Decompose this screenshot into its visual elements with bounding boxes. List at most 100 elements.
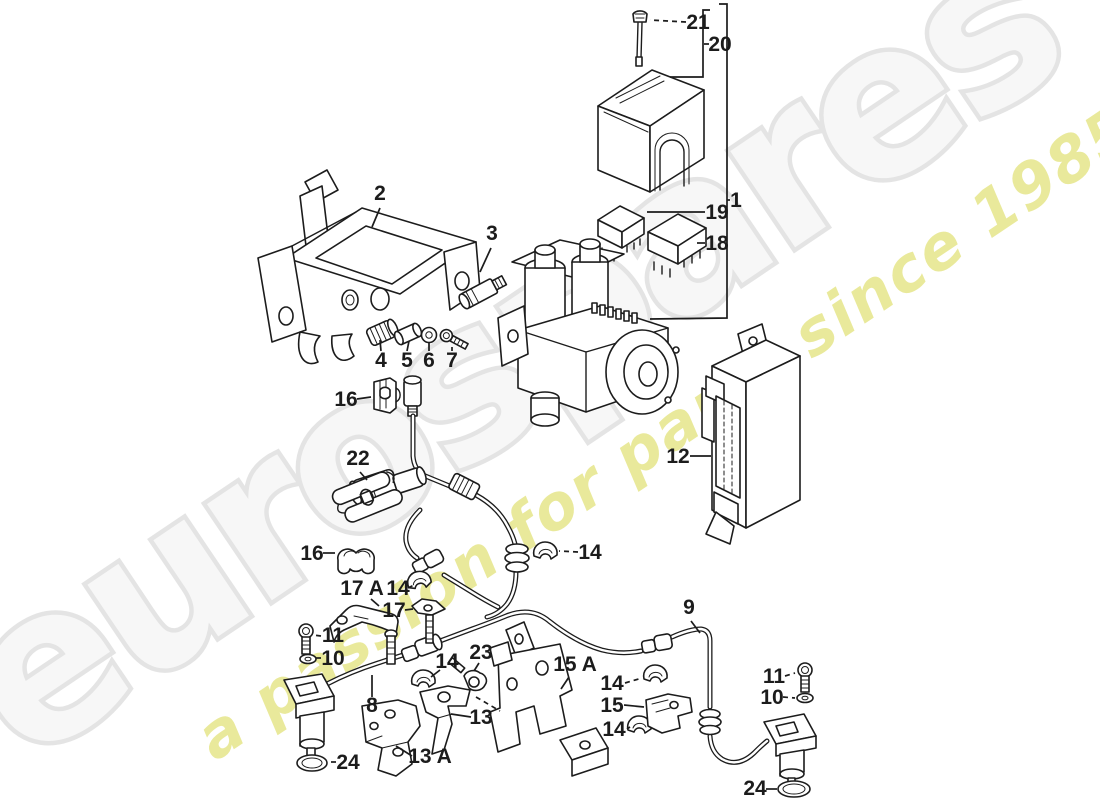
leader-line-11 <box>312 634 322 637</box>
cable-core-line <box>485 569 518 619</box>
cable-barrel-small <box>411 548 445 574</box>
leader-line-4 <box>379 339 382 352</box>
clip-part-14 <box>642 664 668 683</box>
callout-21: 21 <box>686 11 710 34</box>
speed-sensor-rear <box>763 713 817 791</box>
bolt-part-11-right <box>797 662 813 693</box>
cable-core-line <box>670 627 712 709</box>
leader-line-14 <box>430 669 441 678</box>
clip-part-14 <box>406 570 433 590</box>
washer-part-6 <box>420 326 438 344</box>
callout-6: 6 <box>423 349 435 372</box>
cable-core-line <box>474 493 517 546</box>
callout-13A: 13 A <box>408 745 452 768</box>
callout-24: 24 <box>743 777 767 800</box>
leader-line-23 <box>473 662 480 672</box>
o-ring-part-24-right <box>777 780 811 798</box>
cable-barrel-right <box>640 633 673 654</box>
cable-core-line <box>438 610 643 654</box>
callout-5: 5 <box>401 349 413 372</box>
callout-20: 20 <box>708 33 731 56</box>
callout-18: 18 <box>705 232 729 255</box>
cable-grommet-right <box>698 708 722 736</box>
leader-line-14 <box>624 677 643 684</box>
leader-line-5 <box>406 340 410 352</box>
callout-22: 22 <box>346 447 369 470</box>
leader-line-13A <box>395 745 413 757</box>
hydraulic-unit <box>497 238 680 427</box>
callout-1: 1 <box>730 189 742 212</box>
callout-8: 8 <box>366 694 378 717</box>
cable-core-line <box>708 734 769 764</box>
callout-19: 19 <box>705 201 728 224</box>
callout-11: 11 <box>322 624 345 647</box>
bracket-part-13a <box>361 699 421 777</box>
brace-line <box>475 696 501 712</box>
leader-line-22 <box>359 471 368 481</box>
bracket-part-15 <box>645 693 693 734</box>
cable-grommet-mid <box>504 543 530 573</box>
callout-12: 12 <box>666 445 689 468</box>
leader-line-15A <box>560 676 570 690</box>
callout-15: 15 <box>600 694 624 717</box>
bracket-part-17a <box>329 604 399 665</box>
callout-14: 14 <box>435 650 459 673</box>
callout-14: 14 <box>600 672 624 695</box>
washer-part-10-left <box>299 653 317 665</box>
cable-core-line <box>442 573 500 609</box>
clamp-part-23 <box>447 656 488 692</box>
callout-7: 7 <box>446 349 458 372</box>
callout-14: 14 <box>386 577 410 600</box>
relay-part-18 <box>647 213 707 278</box>
clip-part-14 <box>626 715 652 734</box>
callout-23: 23 <box>469 641 492 664</box>
clip-part-14 <box>532 541 558 560</box>
callout-16: 16 <box>334 388 357 411</box>
callout-14: 14 <box>578 541 602 564</box>
clip-part-16-bottom <box>336 548 376 575</box>
bracket-part-17 <box>411 598 446 644</box>
callout-15A: 15 A <box>553 653 597 676</box>
cable-core-line <box>325 653 405 686</box>
leader-line-17A <box>370 598 380 607</box>
sensor-plug <box>403 375 422 417</box>
callout-17A: 17 A <box>340 577 384 600</box>
o-ring-part-24-left <box>296 754 328 772</box>
cover-part-20 <box>597 69 705 193</box>
leader-line-14 <box>407 584 415 589</box>
callout-17: 17 <box>382 599 405 622</box>
cable-core-line <box>404 508 422 560</box>
leader-line-11 <box>784 672 796 677</box>
callout-24: 24 <box>336 751 360 774</box>
leader-line-9 <box>690 620 701 634</box>
bolt-part-7 <box>439 328 469 350</box>
callout-10: 10 <box>760 686 783 709</box>
clip-part-16-top <box>373 377 401 414</box>
bracket-part-13 <box>419 685 471 755</box>
callout-4: 4 <box>375 349 387 372</box>
callout-10: 10 <box>321 647 344 670</box>
callout-9: 9 <box>683 596 695 619</box>
cable-ferrule-knurled <box>448 472 481 501</box>
callout-14: 14 <box>602 718 626 741</box>
leader-line-10 <box>782 696 796 699</box>
bracket-part-15a <box>489 621 609 777</box>
leader-line-2 <box>371 207 381 228</box>
callout-11: 11 <box>763 665 786 688</box>
leader-line-17 <box>404 608 414 611</box>
washer-part-10-right <box>796 692 814 704</box>
leader-line-21 <box>649 19 687 23</box>
leader-line-16 <box>356 396 372 400</box>
callout-16: 16 <box>300 542 323 565</box>
leader-line-3 <box>479 247 492 273</box>
brace-line <box>670 9 710 78</box>
sensor-cable-front <box>324 413 770 765</box>
screw-part-21 <box>632 10 648 67</box>
callout-3: 3 <box>486 222 498 245</box>
callout-13: 13 <box>469 706 492 729</box>
leader-line-15 <box>623 704 645 708</box>
leader-line-14 <box>558 550 579 553</box>
callout-2: 2 <box>374 182 386 205</box>
